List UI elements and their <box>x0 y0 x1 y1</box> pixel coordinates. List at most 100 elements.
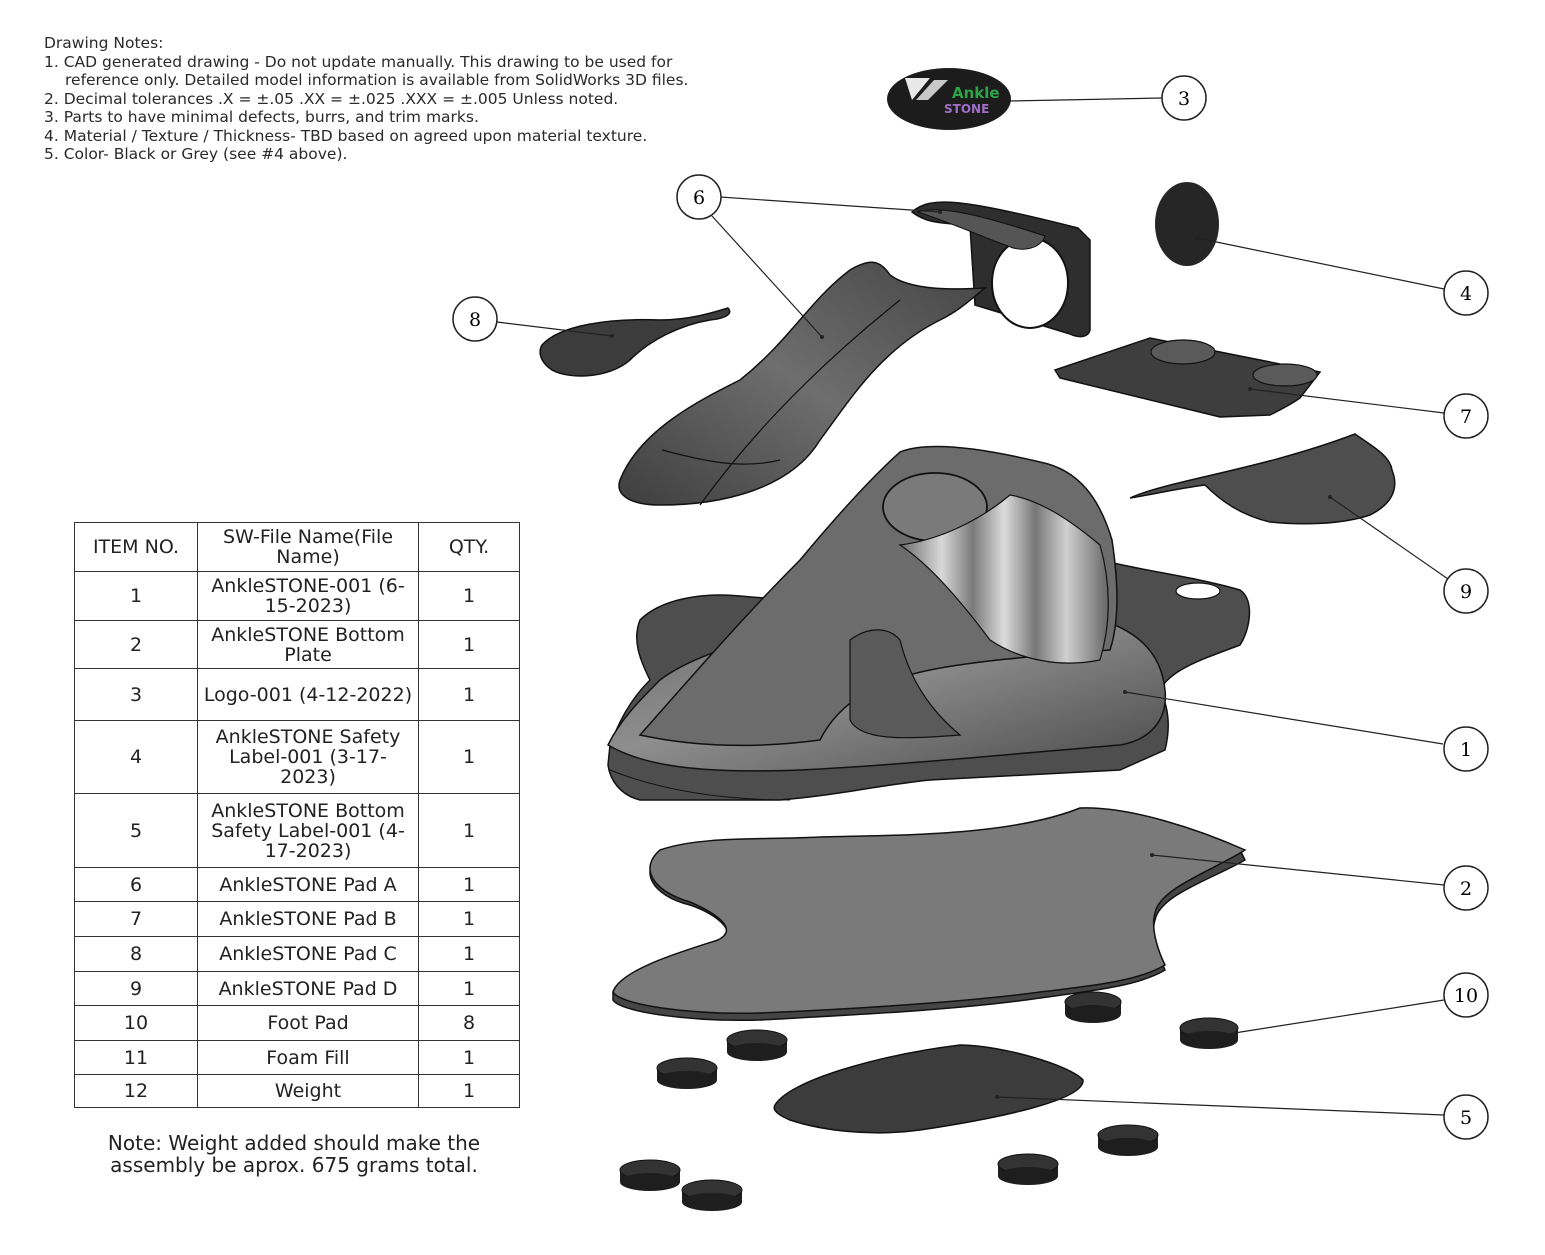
bom-qty: 1 <box>418 620 520 669</box>
bom-row: 6 AnkleSTONE Pad A 1 <box>74 867 520 902</box>
drawing-note-4: 4. Material / Texture / Thickness- TBD b… <box>44 126 648 145</box>
bom-row: 2 AnkleSTONE Bottom Plate 1 <box>74 620 520 669</box>
leader-line-6b <box>711 215 823 338</box>
bom-row: 7 AnkleSTONE Pad B 1 <box>74 901 520 937</box>
logo-word-stone: STONE <box>944 102 989 116</box>
drawing-note-3: 3. Parts to have minimal defects, burrs,… <box>44 108 479 126</box>
foot-pad <box>1179 1017 1239 1049</box>
leader-line-5 <box>996 1096 1445 1116</box>
bom-file-name: AnkleSTONE Bottom Safety Label-001 (4-17… <box>197 793 419 868</box>
drawing-notes-title: Drawing Notes: <box>44 34 164 52</box>
balloon-8: 8 <box>452 296 498 342</box>
leader-dot <box>1195 236 1199 240</box>
part-pad-a <box>618 201 1091 506</box>
bom-item-no: 12 <box>74 1074 198 1108</box>
bom-file-name: AnkleSTONE Bottom Plate <box>197 620 419 669</box>
drawing-note-1-cont: reference only. Detailed model informati… <box>65 71 689 89</box>
bom-item-no: 2 <box>74 620 198 669</box>
weight-note-line-1: Note: Weight added should make the <box>107 1131 481 1155</box>
leader-dot <box>1123 690 1127 694</box>
bom-file-name: AnkleSTONE Safety Label-001 (3-17-2023) <box>197 720 419 794</box>
balloon-3: 3 <box>1161 75 1207 121</box>
bom-item-no: 3 <box>74 668 198 721</box>
drawing-note-5: 5. Color- Black or Grey (see #4 above). <box>44 145 348 163</box>
bom-file-name: Foot Pad <box>197 1005 419 1041</box>
drawing-notes: Drawing Notes: 1. CAD generated drawing … <box>44 34 804 164</box>
bom-row: 5 AnkleSTONE Bottom Safety Label-001 (4-… <box>74 793 520 868</box>
balloon-label: 3 <box>1178 88 1190 110</box>
leader-line-7 <box>1249 388 1445 414</box>
balloon-1: 1 <box>1443 726 1489 772</box>
bom-item-no: 6 <box>74 867 198 902</box>
drawing-note-2: 2. Decimal tolerances .X = ±.05 .XX = ±.… <box>44 89 619 108</box>
bom-row: 9 AnkleSTONE Pad D 1 <box>74 971 520 1006</box>
balloon-6: 6 <box>676 174 722 220</box>
foot-pad <box>726 1029 788 1061</box>
balloon-10: 10 <box>1443 972 1489 1018</box>
weight-note-line-2: assembly be aprox. 675 grams total. <box>110 1153 478 1177</box>
bom-row: 1 AnkleSTONE-001 (6-15-2023) 1 <box>74 571 520 621</box>
leader-dot <box>1328 495 1332 499</box>
bom-qty: 1 <box>418 793 520 868</box>
foot-pad <box>1097 1124 1159 1156</box>
logo-mark-icon <box>905 78 930 100</box>
logo-word-ankle: Ankle <box>952 84 1000 102</box>
leader-dot <box>610 334 614 338</box>
leader-line-4 <box>1196 237 1445 290</box>
balloon-4: 4 <box>1443 270 1489 316</box>
bom-file-name: Logo-001 (4-12-2022) <box>197 668 419 721</box>
leader-line-6a <box>719 196 941 213</box>
part-foot-pads <box>619 991 1239 1211</box>
part-safety-label <box>1155 182 1219 266</box>
bom-item-no: 5 <box>74 793 198 868</box>
part-pad-d <box>1129 433 1396 525</box>
leader-line-10 <box>1227 999 1445 1035</box>
part-logo: Ankle STONE <box>887 68 1011 130</box>
logo-mark-stripe <box>916 80 948 100</box>
bom-file-name: Foam Fill <box>197 1040 419 1075</box>
foot-pad <box>1064 991 1122 1023</box>
bom-item-no: 4 <box>74 720 198 794</box>
part-main-body <box>607 445 1251 801</box>
leader-dot <box>938 210 942 214</box>
part-bottom-plate <box>612 807 1247 1022</box>
bom-header-file-name: SW-File Name(File Name) <box>197 522 419 572</box>
foot-pad <box>997 1153 1059 1185</box>
part-pad-c <box>539 307 731 377</box>
foot-pad <box>619 1159 681 1191</box>
balloon-label: 2 <box>1460 878 1472 900</box>
balloon-label: 4 <box>1460 283 1472 305</box>
leader-dot <box>820 335 824 339</box>
bom-item-no: 10 <box>74 1005 198 1041</box>
part-pad-b <box>1053 337 1322 418</box>
balloon-label: 6 <box>693 187 705 209</box>
leader-line-3 <box>1009 97 1163 102</box>
leader-line-1 <box>1124 691 1444 745</box>
foot-pad <box>681 1179 743 1211</box>
leader-dot <box>1248 387 1252 391</box>
leader-dots <box>610 210 1332 1099</box>
bom-row: 4 AnkleSTONE Safety Label-001 (3-17-2023… <box>74 720 520 794</box>
balloon-label: 7 <box>1460 406 1472 428</box>
balloon-9: 9 <box>1443 568 1489 614</box>
foot-pad <box>656 1057 718 1089</box>
leader-dot <box>1150 853 1154 857</box>
balloon-5: 5 <box>1443 1094 1489 1140</box>
drawing-note-1: 1. CAD generated drawing - Do not update… <box>44 52 673 71</box>
part-bottom-safety-label <box>773 1044 1084 1134</box>
bom-qty: 8 <box>418 1005 520 1041</box>
balloon-7: 7 <box>1443 393 1489 439</box>
bom-row: 12 Weight 1 <box>74 1074 520 1108</box>
balloon-2: 2 <box>1443 865 1489 911</box>
leader-line-8 <box>496 321 613 337</box>
balloon-label: 1 <box>1460 739 1472 761</box>
bom-qty: 1 <box>418 1074 520 1108</box>
bom-qty: 1 <box>418 867 520 902</box>
bom-file-name: AnkleSTONE Pad B <box>197 901 419 937</box>
leader-line-2 <box>1151 854 1445 886</box>
bom-item-no: 7 <box>74 901 198 937</box>
leader-lines <box>496 97 1449 1116</box>
bom-qty: 1 <box>418 720 520 794</box>
leader-line-9 <box>1329 496 1449 580</box>
